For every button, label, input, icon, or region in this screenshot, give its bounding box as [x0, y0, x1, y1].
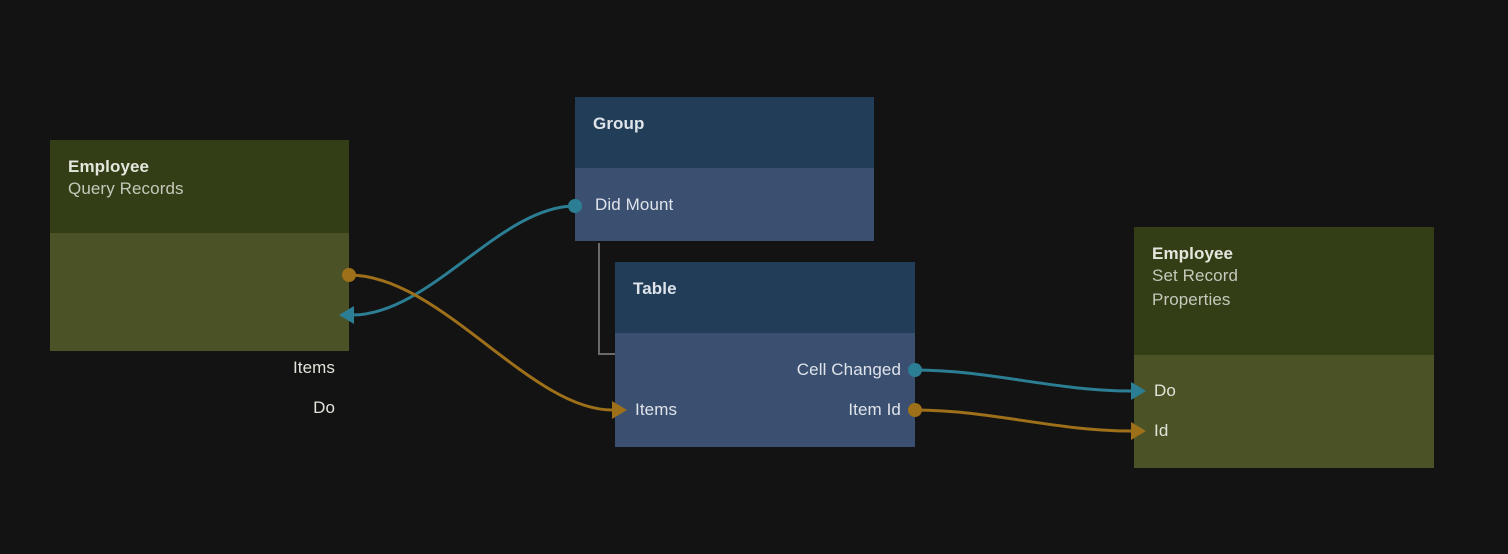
node-body: Did Mount: [575, 168, 874, 241]
port-items-output[interactable]: Items: [293, 357, 335, 379]
port-connector-items-arrow[interactable]: [612, 401, 627, 419]
port-label: Cell Changed: [796, 360, 901, 379]
port-items-input[interactable]: Items: [635, 399, 677, 421]
node-header: Group: [575, 97, 874, 168]
port-connector-item-id-dot[interactable]: [908, 403, 922, 417]
node-header: Table: [615, 262, 915, 333]
port-connector-id-arrow[interactable]: [1131, 422, 1146, 440]
node-body: Cell Changed Item Id Items: [615, 333, 915, 447]
port-label: Do: [1154, 381, 1176, 400]
port-connector-do-arrow[interactable]: [339, 306, 354, 324]
port-id-input[interactable]: Id: [1154, 420, 1168, 442]
node-title: Employee: [68, 157, 150, 176]
node-title: Employee: [1152, 244, 1234, 263]
port-item-id-output[interactable]: Item Id: [848, 399, 901, 421]
node-table[interactable]: Table Cell Changed Item Id Items: [612, 262, 922, 447]
port-label: Item Id: [848, 400, 901, 419]
edge-item-id-to-id: [913, 408, 1133, 433]
port-do-input[interactable]: Do: [1154, 380, 1176, 402]
node-group[interactable]: Group Did Mount: [568, 97, 874, 241]
port-connector-did-mount-dot[interactable]: [568, 199, 582, 213]
node-title: Group: [593, 114, 645, 133]
node-employee-query-records[interactable]: Employee Query Records Items Do: [50, 140, 356, 417]
edge-cell-changed-to-do: [913, 368, 1133, 393]
node-subtitle: Query Records: [68, 179, 184, 198]
port-connector-items-dot[interactable]: [342, 268, 356, 282]
node-header: Employee Query Records: [50, 140, 349, 233]
port-connector-cell-changed-dot[interactable]: [908, 363, 922, 377]
node-subtitle: Set Record Properties: [1152, 266, 1239, 309]
port-cell-changed-output[interactable]: Cell Changed: [797, 359, 901, 381]
port-label: Items: [292, 358, 335, 377]
port-label: Do: [313, 398, 335, 417]
edge-did-mount-to-do: [350, 204, 577, 317]
port-label: Did Mount: [595, 195, 674, 214]
node-title: Table: [633, 279, 677, 298]
edge-items-to-items: [347, 273, 614, 412]
node-employee-set-record-properties[interactable]: Employee Set Record Properties Do Id: [1131, 227, 1434, 468]
port-label: Items: [635, 400, 678, 419]
port-label: Id: [1154, 421, 1169, 440]
port-connector-do-arrow[interactable]: [1131, 382, 1146, 400]
port-do-output[interactable]: Do: [313, 397, 335, 419]
node-body: Items Do: [50, 233, 349, 417]
node-body: Do Id: [1134, 355, 1434, 468]
node-header: Employee Set Record Properties: [1134, 227, 1434, 355]
group-containment-bracket: [598, 243, 618, 355]
port-did-mount-input[interactable]: Did Mount: [595, 194, 673, 216]
